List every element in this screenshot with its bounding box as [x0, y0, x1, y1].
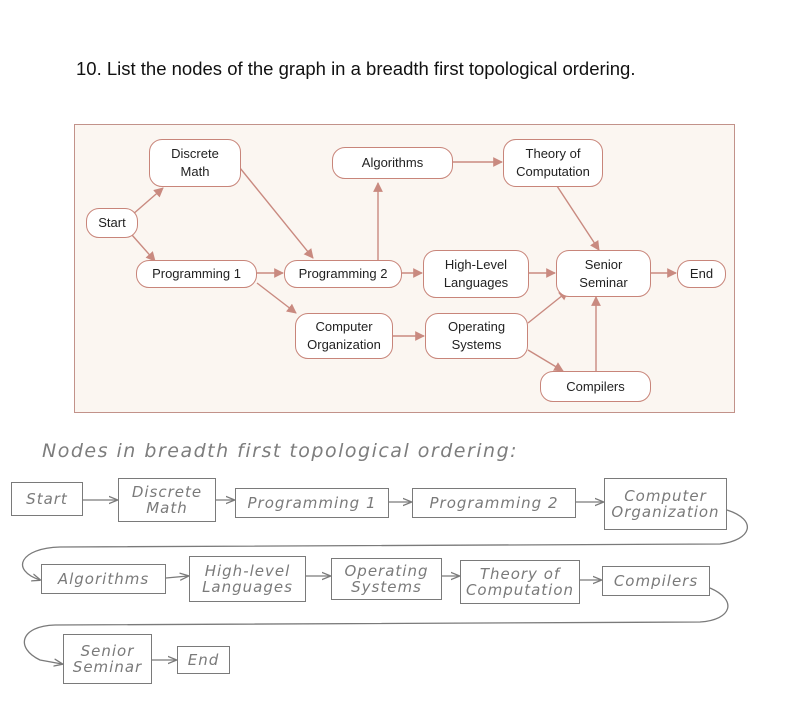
node-operating-systems-line-2: Systems — [451, 337, 502, 352]
answer-item-theory-line-2: Computation — [465, 581, 575, 599]
node-high-level-line-1: High-Level — [444, 257, 508, 272]
node-computer-organization-line-1: Computer — [315, 319, 373, 334]
answer-item-operating-systems: Operating Systems — [331, 558, 442, 600]
node-discrete-math: Discrete Math — [149, 139, 241, 187]
answer-item-operating-systems-line-2: Systems — [351, 578, 422, 596]
node-computer-organization-line-2: Organization — [307, 337, 381, 352]
answer-heading: Nodes in breadth first topological order… — [42, 440, 519, 462]
answer-item-programming-1-text: Programming 1 — [247, 494, 377, 512]
question-text: 10. List the nodes of the graph in a bre… — [76, 58, 636, 79]
node-programming-1-label: Programming 1 — [152, 266, 241, 281]
answer-item-high-level-line-1: High-level — [204, 562, 291, 580]
answer-item-high-level-languages: High-level Languages — [189, 556, 306, 602]
answer-item-programming-2-text: Programming 2 — [429, 494, 559, 512]
node-start-label: Start — [98, 215, 126, 230]
node-theory-line-2: Computation — [516, 164, 590, 179]
answer-item-senior-seminar: Senior Seminar — [63, 634, 152, 684]
node-algorithms-label: Algorithms — [361, 155, 424, 170]
answer-item-operating-systems-line-1: Operating — [344, 562, 429, 580]
answer-item-discrete-math: Discrete Math — [118, 478, 216, 522]
answer-item-end: End — [177, 646, 230, 674]
answer-item-computer-organization-line-1: Computer — [624, 487, 707, 505]
node-theory-line-1: Theory of — [525, 146, 581, 161]
node-high-level-languages: High-Level Languages — [423, 250, 529, 298]
answer-item-theory-of-computation: Theory of Computation — [460, 560, 580, 604]
answer-item-programming-2: Programming 2 — [412, 488, 576, 518]
answer-item-end-text: End — [187, 651, 220, 669]
node-high-level-line-2: Languages — [443, 275, 509, 290]
node-programming-2: Programming 2 — [284, 260, 402, 288]
node-theory-of-computation: Theory of Computation — [503, 139, 603, 187]
node-programming-1: Programming 1 — [136, 260, 257, 288]
answer-item-start: Start — [11, 482, 83, 516]
node-start: Start — [86, 208, 138, 238]
answer-item-computer-organization: Computer Organization — [604, 478, 727, 530]
node-senior-seminar-line-2: Seminar — [579, 274, 628, 290]
node-senior-seminar: Senior Seminar — [556, 250, 651, 297]
answer-item-theory-line-1: Theory of — [479, 565, 561, 583]
answer-item-programming-1: Programming 1 — [235, 488, 389, 518]
answer-item-algorithms: Algorithms — [41, 564, 166, 594]
answer-item-compilers-text: Compilers — [613, 572, 699, 590]
node-discrete-math-line-2: Math — [180, 164, 210, 179]
node-algorithms: Algorithms — [332, 147, 453, 179]
node-end: End — [677, 260, 726, 288]
answer-item-start-text: Start — [26, 490, 68, 508]
answer-item-computer-organization-line-2: Organization — [611, 503, 720, 521]
node-senior-seminar-line-1: Senior — [584, 256, 623, 272]
node-compilers: Compilers — [540, 371, 651, 402]
answer-item-algorithms-text: Algorithms — [57, 570, 150, 588]
node-operating-systems: Operating Systems — [425, 313, 528, 359]
node-computer-organization: Computer Organization — [295, 313, 393, 359]
answer-item-high-level-line-2: Languages — [202, 578, 293, 596]
answer-item-senior-seminar-line-1: Senior — [80, 642, 135, 660]
node-discrete-math-line-1: Discrete — [171, 146, 219, 161]
answer-arrow-6 — [165, 576, 188, 578]
answer-item-discrete-math-line-1: Discrete — [131, 483, 203, 501]
node-compilers-label: Compilers — [566, 378, 625, 394]
node-operating-systems-line-1: Operating — [447, 319, 506, 334]
node-end-label: End — [689, 266, 714, 281]
answer-item-senior-seminar-line-2: Seminar — [72, 658, 143, 676]
node-programming-2-label: Programming 2 — [298, 266, 388, 281]
answer-item-compilers: Compilers — [602, 566, 710, 596]
answer-item-discrete-math-line-2: Math — [146, 499, 188, 517]
